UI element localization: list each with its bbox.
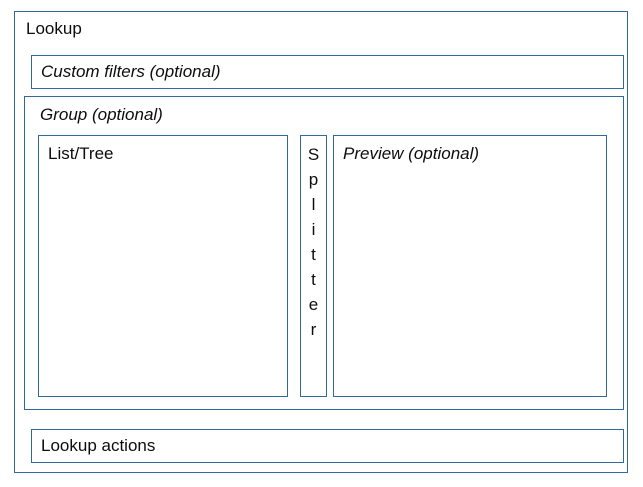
list-tree-panel[interactable]: List/Tree: [38, 135, 288, 397]
list-tree-label: List/Tree: [48, 144, 114, 163]
custom-filters-panel[interactable]: Custom filters (optional): [31, 55, 624, 89]
splitter-letter: i: [311, 220, 316, 239]
splitter-letter: r: [310, 320, 317, 339]
lookup-actions-panel[interactable]: Lookup actions: [31, 429, 624, 463]
splitter-handle[interactable]: S p l i t t e r: [300, 135, 327, 397]
splitter-letter: t: [311, 270, 316, 289]
splitter-letter: e: [308, 295, 319, 314]
preview-label: Preview (optional): [343, 144, 480, 163]
lookup-actions-label: Lookup actions: [41, 436, 156, 455]
splitter-letter: p: [308, 170, 319, 189]
splitter-label: S p l i t t e r: [301, 142, 326, 342]
splitter-letter: t: [311, 245, 316, 264]
preview-panel[interactable]: Preview (optional): [333, 135, 607, 397]
splitter-letter: S: [307, 145, 320, 164]
splitter-letter: l: [311, 195, 316, 214]
lookup-title: Lookup: [26, 19, 82, 38]
custom-filters-label: Custom filters (optional): [41, 62, 221, 81]
group-label: Group (optional): [40, 105, 163, 124]
